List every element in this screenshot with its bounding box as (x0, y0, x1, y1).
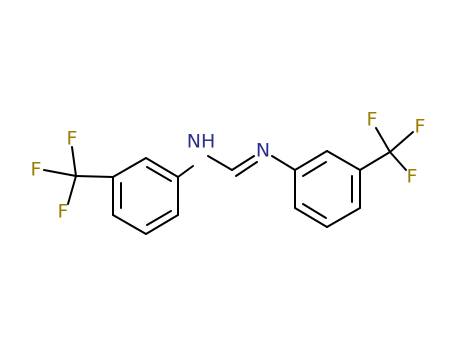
bonds (43, 127, 414, 235)
ch-n-double-bond (231, 155, 255, 171)
left-ring-bond (145, 157, 179, 178)
left-ring-bond (145, 214, 179, 235)
left-ring-double-bond (146, 166, 172, 182)
ch-n-double-bond (235, 161, 258, 177)
nh-ch-bond (207, 155, 233, 171)
right-ring-double-bond (302, 203, 327, 219)
fluorine-label: F (407, 166, 418, 188)
atom-labels: NH N F F F F F F (31, 109, 426, 223)
n-imine-label: N (256, 140, 270, 162)
left-ring-bond (112, 157, 147, 178)
ring-nh-bond (177, 165, 194, 178)
fluorine-label: F (58, 201, 69, 223)
left-ring-double-bond (146, 210, 172, 226)
fluorine-label: F (31, 159, 42, 181)
c-f-bond (71, 146, 77, 177)
right-ring-bond (294, 207, 328, 228)
c-f-bond (43, 169, 77, 177)
n-ring-bond (271, 155, 296, 171)
c-f-bond (389, 131, 414, 153)
right-ring-double-bond (302, 161, 327, 177)
right-ring-bond (326, 207, 361, 228)
right-ring-bond (294, 150, 328, 171)
fluorine-label: F (415, 116, 426, 138)
left-ring-bond (112, 214, 147, 235)
left-cf3-bond (75, 175, 114, 178)
fluorine-label: F (367, 109, 378, 131)
right-cf3-bond (359, 151, 391, 171)
c-f-bond (375, 127, 391, 153)
right-ring-bond (326, 150, 361, 171)
c-f-bond (389, 151, 407, 171)
c-f-bond (67, 175, 77, 205)
nh-label: NH (187, 131, 216, 153)
fluorine-label: F (67, 128, 78, 150)
